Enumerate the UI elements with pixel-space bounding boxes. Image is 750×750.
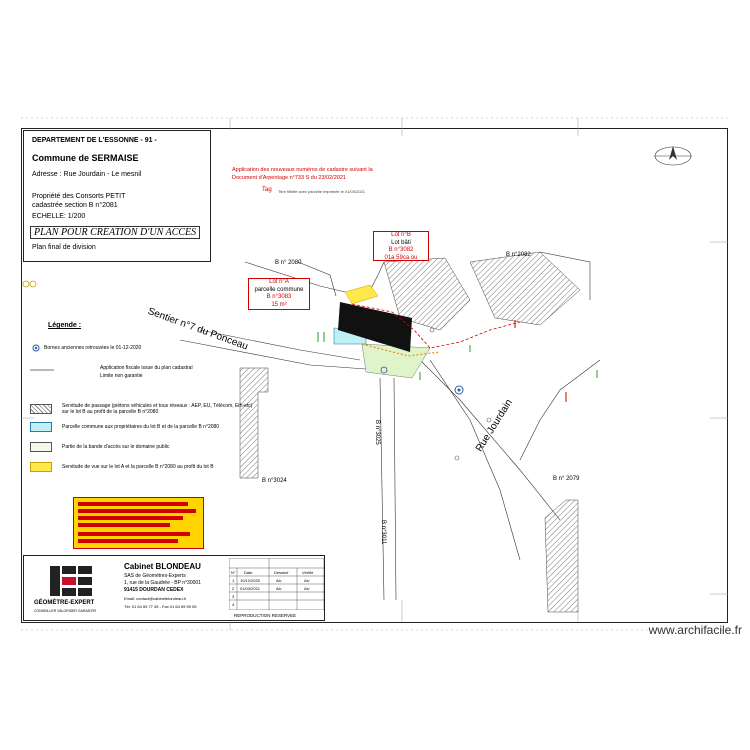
warning-line	[78, 516, 183, 520]
warning-line	[78, 509, 196, 513]
legend-title: Légende :	[48, 322, 82, 329]
application-note-line2: Document d'Arpentage n°733 S du 23/02/20…	[232, 175, 346, 181]
cabinet-name: Cabinet BLONDEAU	[124, 562, 201, 571]
cabinet-address2: 91415 DOURDAN CEDEX	[124, 587, 184, 593]
legend-swatch-bande	[30, 442, 52, 452]
servitude-vue-area	[344, 284, 379, 305]
warning-line	[78, 539, 178, 543]
commune-label: Commune de SERMAISE	[32, 153, 139, 163]
scale-label: ECHELLE: 1/200	[32, 213, 86, 220]
legend-application: Application fiscale issue du plan cadast…	[100, 365, 193, 371]
lot-b-area: 01a 59ca ou	[384, 254, 418, 261]
north-arrow	[654, 146, 692, 166]
building-b2082	[383, 257, 471, 331]
table-cell: Alc	[276, 578, 282, 583]
tag-text: Titre fillette avec parcelle imprimée le…	[278, 189, 366, 194]
warning-note-box	[73, 497, 204, 549]
table-cell: Alc	[276, 586, 282, 591]
legend: Légende : Bornes anciennes retrouvées le…	[30, 322, 260, 482]
cadastre-label: cadastrée section B n°2081	[32, 202, 118, 209]
lot-a-sub: parcelle commune	[254, 286, 304, 293]
cabinet-email: Email: contact@cabinetblondeau.fr	[124, 596, 187, 601]
geometre-expert-logo	[50, 566, 92, 596]
application-note-line1: Application des nouveaux numéros de cada…	[232, 167, 373, 173]
lot-a-name: Lot n°A	[269, 279, 289, 285]
table-cell: 4	[232, 602, 235, 607]
table-header-cell: Date	[244, 570, 253, 575]
drawing-sheet-frame	[21, 128, 728, 623]
lot-b-box: Lot n°B Lot bâti B n°3082 01a 59ca ou	[373, 231, 429, 261]
lot-a-box: Lot n°A parcelle commune B n°3083 15 m²	[248, 278, 310, 310]
building-b2082-annex	[469, 251, 581, 326]
parcel-label-b2079: B n° 2079	[553, 476, 580, 482]
table-cell: 10/12/2020	[240, 578, 261, 583]
title-block: DEPARTEMENT DE L'ESSONNE - 91 - Commune …	[23, 130, 211, 262]
plan-title: PLAN POUR CREATION D'UN ACCES	[30, 226, 201, 239]
legend-servitude-vue: Servitude de vue sur le lot A et la parc…	[62, 464, 214, 470]
parcel-label-b3024: B n°3024	[262, 478, 287, 484]
lot-a-area: 15 m²	[271, 301, 287, 308]
lot-b-sub: Lot bâti	[391, 239, 411, 246]
plan-subtitle: Plan final de division	[32, 244, 96, 251]
cabinet-address1: 1, rue de la Gaudrée - BP n°30001	[124, 580, 201, 586]
parcel-label-b2080: B n° 2080	[275, 260, 302, 266]
building-lot-b	[338, 302, 412, 352]
cartouche: GÉOMÈTRE-EXPERT CONSEILLER VALORISER GAR…	[23, 555, 325, 621]
legend-limite: Limite non garantie	[100, 373, 143, 379]
limit-line	[351, 303, 521, 349]
cabinet-sas: SAS de Géomètres-Experts	[124, 573, 186, 579]
lot-a-ref: B n°3083	[266, 294, 292, 300]
tag-label: Tag	[262, 187, 272, 193]
table-cell: 01/03/2021	[240, 586, 261, 591]
warning-line	[78, 523, 170, 527]
legend-parcelle-commune: Parcelle commune aux propriétaires du lo…	[62, 424, 220, 430]
legend-borne-icon	[32, 344, 40, 354]
warning-line	[78, 532, 190, 536]
legend-servitude1: Servitude de passage (piétons véhicules …	[62, 403, 253, 409]
table-cell: Alc	[304, 586, 310, 591]
cabinet-tel: Tél: 01 64 59 77 45 - Fax 01 64 59 59 05	[124, 604, 197, 609]
legend-servitude1b: sur le lot B au profit de la parcelle B …	[62, 409, 159, 415]
logo-text: GÉOMÈTRE-EXPERT	[34, 600, 95, 606]
logo-subtext: CONSEILLER VALORISER GARANTIR	[34, 609, 96, 613]
table-header-cell: Vérifié	[302, 570, 314, 575]
legend-partie-bande: Partie de la bande d'accès sur le domain…	[62, 444, 170, 450]
table-cell: Alc	[304, 578, 310, 583]
propriete-label: Propriété des Consorts PETIT	[32, 193, 126, 200]
watermark-url[interactable]: www.archifacile.fr	[648, 623, 742, 637]
table-cell: 3	[232, 594, 235, 599]
building-b3024	[239, 367, 269, 479]
table-cell: 2	[232, 586, 235, 591]
table-header-cell: N°	[231, 570, 236, 575]
parcel-label-b3011: B n°3011	[380, 520, 386, 545]
legend-swatch-servitude	[30, 404, 52, 414]
table-header-cell: Dessiné	[274, 570, 289, 575]
legend-application-line	[30, 369, 54, 371]
reproduction-label: REPRODUCTION RESERVEE	[234, 613, 297, 618]
lot-b-ref: B n°3082	[388, 247, 414, 253]
legend-bornes: Bornes anciennes retrouvées le 01-12-202…	[44, 345, 142, 351]
survey-markers	[22, 280, 492, 461]
table-cell: 1	[232, 578, 235, 583]
building-b2079	[544, 499, 579, 613]
orange-limit-line	[361, 343, 441, 357]
field-markers	[317, 320, 598, 402]
legend-swatch-vue	[30, 462, 52, 472]
address-label: Adresse : Rue Jourdain - Le mesnil	[32, 171, 142, 178]
revision-table-grid	[229, 558, 324, 610]
departement-label: DEPARTEMENT DE L'ESSONNE - 91 -	[32, 137, 157, 144]
legend-swatch-commune	[30, 422, 52, 432]
parcel-label-b2082: B n°2082	[506, 252, 531, 258]
parcel-label-b3025: B n°3025	[374, 420, 380, 445]
lot-b-name: Lot n°B	[391, 232, 411, 238]
warning-line	[78, 502, 188, 506]
